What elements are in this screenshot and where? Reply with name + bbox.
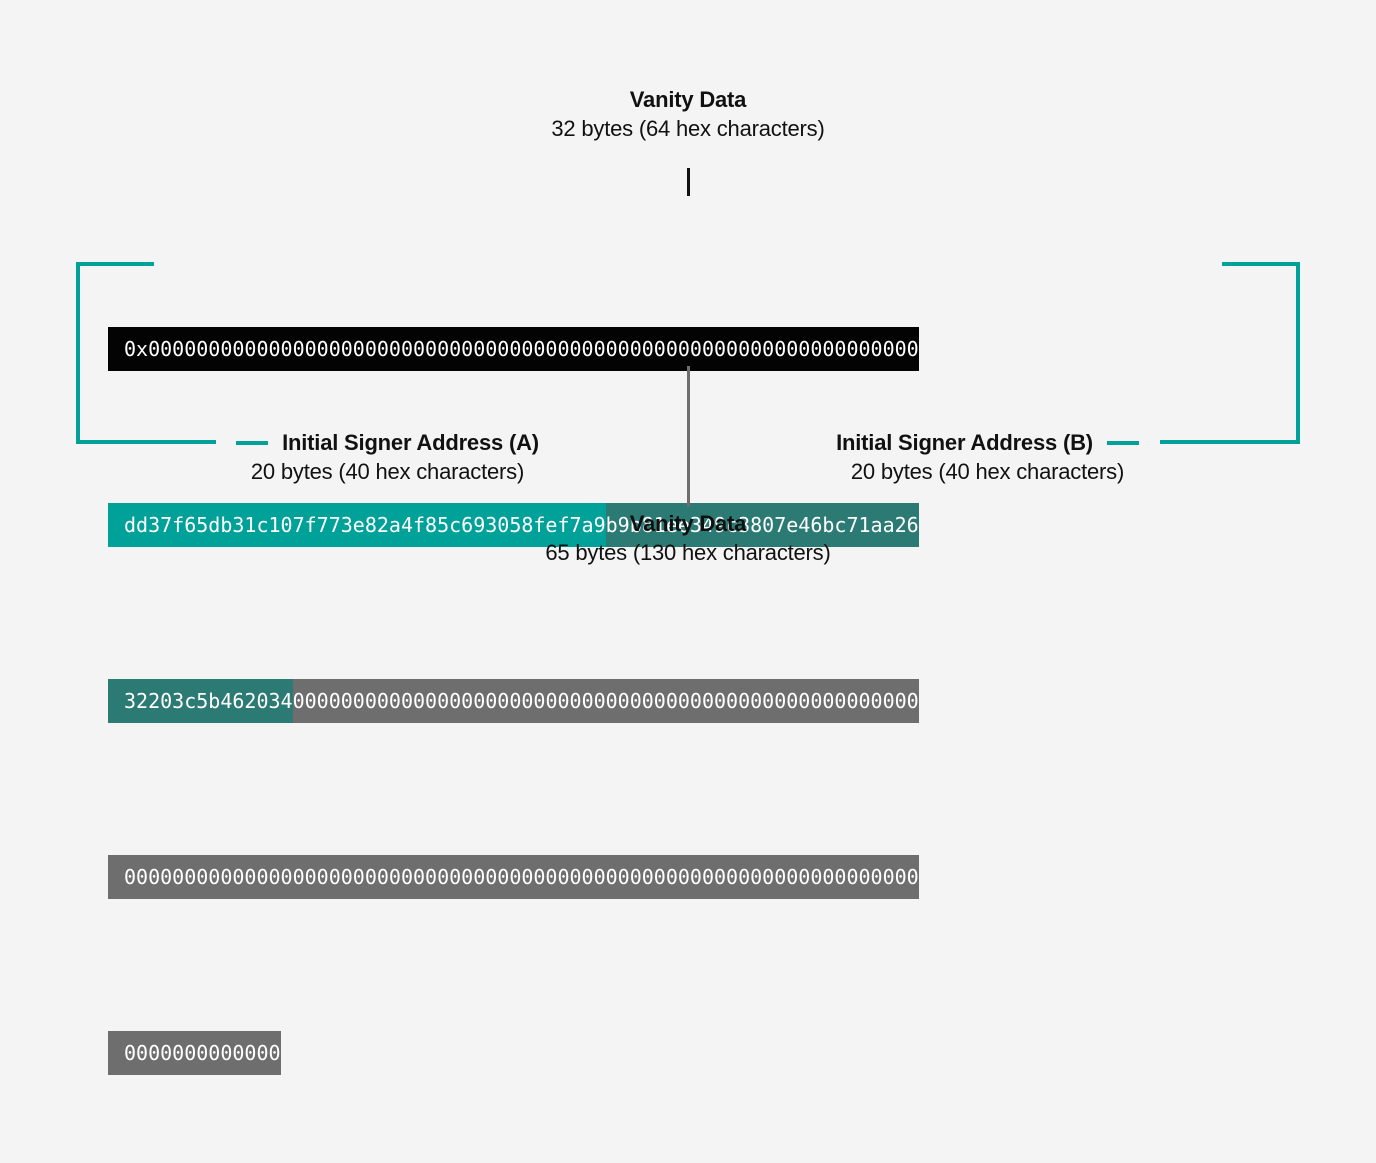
hex-segment-vanity-bottom-part2: 0000000000000000000000000000000000000000… [108,855,919,899]
signer-b-title-row: Initial Signer Address (B) [710,429,1265,457]
hex-segment-vanity-bottom-part3: 0000000000000 [108,1031,281,1075]
vanity-data-top-subtitle: 32 bytes (64 hex characters) [551,116,825,141]
hex-segment-vanity-bottom-part1: 0000000000000000000000000000000000000000… [292,679,919,723]
signer-a-label: Initial Signer Address (A) 20 bytes (40 … [110,429,665,487]
bracket-connector-dash-icon [1106,441,1139,445]
bracket-bottom-stub [76,440,216,444]
hex-byte-grid: 0x00000000000000000000000000000000000000… [108,195,1268,1163]
hex-row: 0000000000000 [108,1031,1268,1075]
hex-segment-signer-b-part1: b9b81ee349c3807e46bc71aa26 [605,503,919,547]
top-connector-line [687,168,690,196]
hex-segment-signer-b-part2: 32203c5b462034 [108,679,293,723]
bottom-connector-line [687,366,690,507]
hex-row: 0x00000000000000000000000000000000000000… [108,327,1268,371]
vanity-data-diagram: { "theme": { "background": "#f4f4f4", "t… [76,86,1300,1075]
hex-row: 32203c5b462034 0000000000000000000000000… [108,679,1268,723]
signer-b-title: Initial Signer Address (B) [836,430,1093,455]
hex-segment-signer-a: dd37f65db31c107f773e82a4f85c693058fef7a9 [108,503,606,547]
signer-a-bracket [76,262,216,444]
bracket-connector-dash-icon [236,441,269,445]
vanity-data-bottom-subtitle: 65 bytes (130 hex characters) [545,540,831,565]
hex-segment-vanity-top: 0x00000000000000000000000000000000000000… [108,327,919,371]
bracket-top-stub [1222,262,1300,266]
signer-b-subtitle: 20 bytes (40 hex characters) [850,459,1125,484]
bracket-vertical [1296,262,1300,444]
bracket-vertical [76,262,80,444]
signer-a-title: Initial Signer Address (A) [282,430,539,455]
hex-row: dd37f65db31c107f773e82a4f85c693058fef7a9… [108,503,1268,547]
hex-row: 0000000000000000000000000000000000000000… [108,855,1268,899]
vanity-data-top-title: Vanity Data [629,87,747,112]
signer-a-title-row: Initial Signer Address (A) [110,429,665,457]
vanity-data-bottom-title: Vanity Data [629,511,747,536]
vanity-data-top-label: Vanity Data 32 bytes (64 hex characters) [388,86,988,144]
signer-a-subtitle: 20 bytes (40 hex characters) [250,459,525,484]
bracket-top-stub [76,262,154,266]
bracket-bottom-stub [1160,440,1300,444]
vanity-data-bottom-label: Vanity Data 65 bytes (130 hex characters… [388,510,988,568]
signer-b-label: Initial Signer Address (B) 20 bytes (40 … [710,429,1265,487]
signer-b-bracket [1160,262,1300,444]
